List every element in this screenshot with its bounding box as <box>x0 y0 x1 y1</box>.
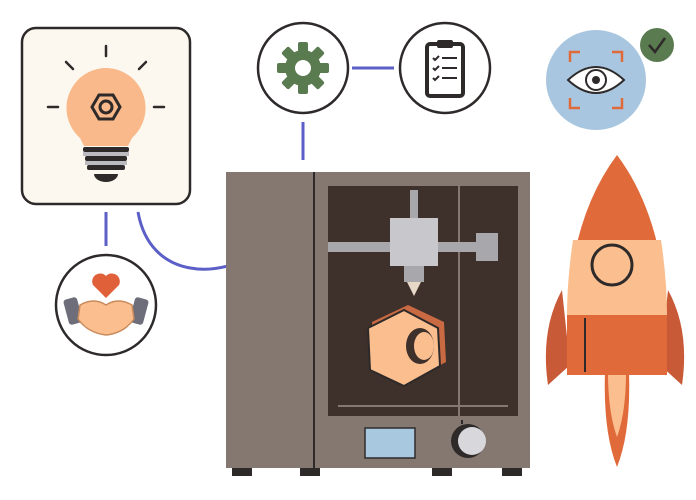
heart-icon <box>92 273 120 298</box>
printer-knob <box>451 420 486 458</box>
printer-display <box>364 427 416 459</box>
rocket-window <box>590 243 634 287</box>
handshake-badge <box>54 253 158 357</box>
lightbulb-icon <box>46 44 166 182</box>
handshake-icon <box>63 297 149 336</box>
printer-feet <box>232 466 522 476</box>
gear-icon <box>277 42 329 94</box>
hex-nut-icon <box>366 305 446 388</box>
eye-scan-badge <box>546 28 674 130</box>
lightbulb-card <box>20 26 192 206</box>
check-icon <box>640 28 674 62</box>
gear-badge <box>256 21 350 115</box>
clipboard-checklist-icon <box>425 40 465 98</box>
extruder <box>328 190 498 296</box>
3d-printer-icon <box>226 172 530 476</box>
clipboard-badge <box>398 21 492 115</box>
rocket-icon <box>545 155 685 467</box>
eye-scan-icon <box>566 50 626 110</box>
